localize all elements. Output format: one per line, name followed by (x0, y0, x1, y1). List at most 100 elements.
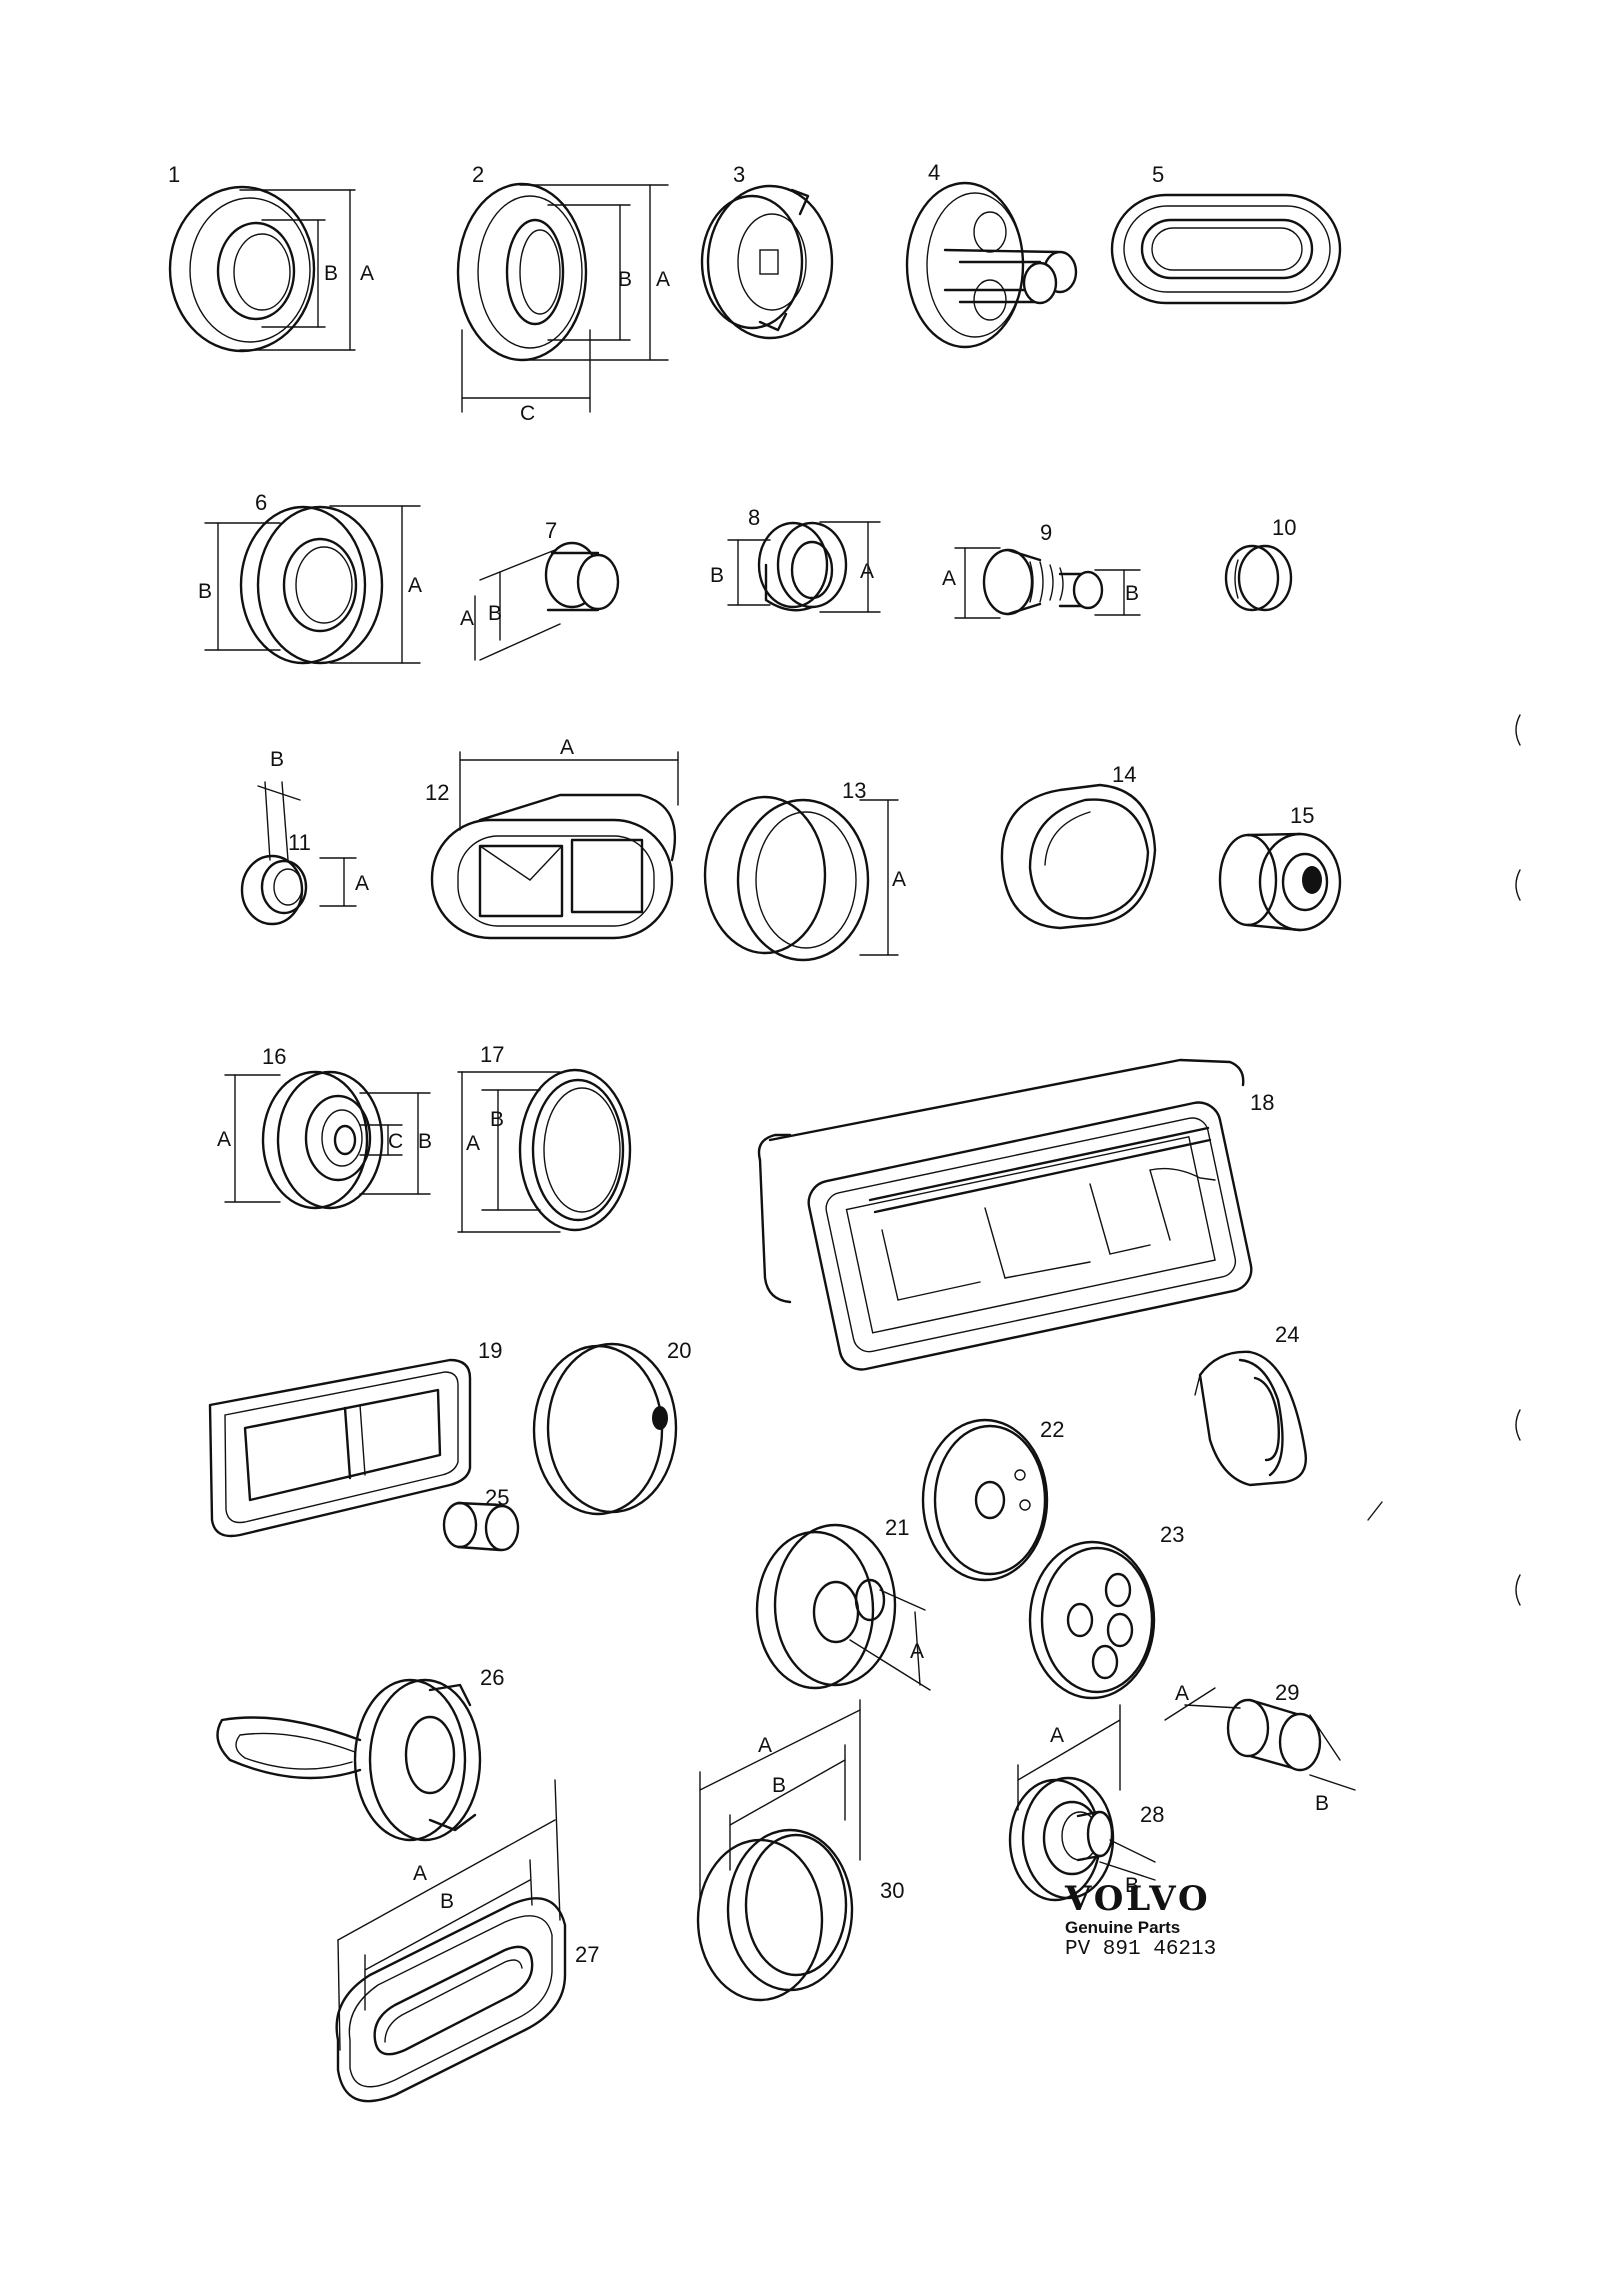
dim-label: B (488, 602, 502, 625)
part-label-10: 10 (1272, 515, 1296, 540)
part-9-stepped-plug (954, 547, 1141, 619)
part-10-cap (1224, 544, 1293, 612)
dim-label: A (892, 868, 906, 891)
part-label-16: 16 (262, 1044, 286, 1069)
dim-label: A (942, 567, 956, 590)
dim-label: B (418, 1130, 432, 1153)
dim-label: A (217, 1128, 231, 1151)
margin-mark (1515, 714, 1521, 746)
dim-label: B (198, 580, 212, 603)
part-label-20: 20 (667, 1338, 691, 1363)
dim-label: C (520, 402, 535, 425)
dim-label: B (772, 1774, 786, 1797)
dim-label: B (1315, 1792, 1329, 1815)
part-22-disc (921, 1418, 1049, 1582)
dim-label: A (408, 574, 422, 597)
part-8-bushing (727, 521, 881, 613)
part-label-30: 30 (880, 1878, 904, 1903)
dim-label: B (270, 748, 284, 771)
dim-label: A (758, 1734, 772, 1757)
part-label-18: 18 (1250, 1090, 1274, 1115)
part-label-9: 9 (1040, 520, 1052, 545)
part-label-25: 25 (485, 1485, 509, 1510)
part-label-6: 6 (255, 490, 267, 515)
margin-mark (1515, 1409, 1521, 1441)
part-19-rect-grommet (208, 1358, 472, 1538)
part-5-oblong-grommet (1110, 193, 1342, 305)
part-3-clip-grommet (700, 184, 834, 340)
part-16-stepped-grommet (224, 1070, 431, 1210)
part-label-8: 8 (748, 505, 760, 530)
dim-label: A (1175, 1682, 1189, 1705)
dim-label: A (355, 872, 369, 895)
part-label-29: 29 (1275, 1680, 1299, 1705)
dim-label: B (1125, 582, 1139, 605)
part-15-grommet (1218, 832, 1342, 932)
part-4-pin-plug (905, 181, 1078, 349)
margin-mark (1367, 1501, 1383, 1521)
part-label-21: 21 (885, 1515, 909, 1540)
part-27-oblong-grommet (335, 1779, 567, 2103)
dim-label: A (460, 607, 474, 630)
part-17-ring (457, 1068, 632, 1233)
part-label-26: 26 (480, 1665, 504, 1690)
part-21-twin-grommet (755, 1523, 931, 1691)
part-20-cap (532, 1342, 678, 1516)
dim-label: A (656, 268, 670, 291)
dim-label: B (710, 564, 724, 587)
dim-label: A (1050, 1724, 1064, 1747)
part-23-disc (1028, 1540, 1156, 1700)
part-label-15: 15 (1290, 803, 1314, 828)
dim-label: A (910, 1640, 924, 1663)
dim-label: A (860, 560, 874, 583)
part-14-seal (1000, 783, 1157, 930)
part-label-22: 22 (1040, 1417, 1064, 1442)
part-label-11: 11 (288, 830, 311, 855)
dim-label: B (1125, 1874, 1139, 1897)
margin-mark (1515, 869, 1521, 901)
part-label-17: 17 (480, 1042, 504, 1067)
part-label-27: 27 (575, 1942, 599, 1967)
part-label-13: 13 (842, 778, 866, 803)
dim-label: B (324, 262, 338, 285)
part-26-tethered-plug (216, 1678, 482, 1842)
part-13-ring (703, 795, 899, 962)
dim-label: B (440, 1890, 454, 1913)
part-29-plug (1164, 1687, 1356, 1791)
part-30-cap (696, 1699, 861, 2002)
dim-label: A (413, 1862, 427, 1885)
part-label-3: 3 (733, 162, 745, 187)
part-label-28: 28 (1140, 1802, 1164, 1827)
part-label-2: 2 (472, 162, 484, 187)
part-label-1: 1 (168, 162, 180, 187)
part-1-grommet (168, 185, 356, 353)
margin-mark (1515, 1574, 1521, 1606)
part-label-4: 4 (928, 160, 940, 185)
part-28-stepped-grommet (1008, 1704, 1156, 1902)
part-label-7: 7 (545, 518, 557, 543)
part-label-12: 12 (425, 780, 449, 805)
part-24-boot (1194, 1350, 1307, 1487)
dim-label: C (388, 1130, 403, 1153)
part-2-oval-grommet (456, 182, 669, 413)
part-label-14: 14 (1112, 762, 1136, 787)
part-label-19: 19 (478, 1338, 502, 1363)
part-label-24: 24 (1275, 1322, 1299, 1347)
dim-label: A (360, 262, 374, 285)
part-12-double-grommet (430, 751, 679, 940)
dim-label: B (618, 268, 632, 291)
part-label-5: 5 (1152, 162, 1164, 187)
part-11-small-grommet (240, 781, 357, 926)
part-18-large-boot (757, 1058, 1253, 1371)
part-6-grommet (204, 505, 421, 665)
part-label-23: 23 (1160, 1522, 1184, 1547)
genuine-parts-label: Genuine Parts (1065, 1918, 1181, 1937)
part-25-plug (442, 1501, 520, 1552)
dim-label: B (490, 1108, 504, 1131)
dim-label: A (560, 736, 574, 759)
part-7-plug (474, 541, 620, 661)
brand-block: VOLVO Genuine Parts PV 891 46213 (1065, 1882, 1295, 1962)
volvo-logo: VOLVO (1065, 1879, 1211, 1919)
